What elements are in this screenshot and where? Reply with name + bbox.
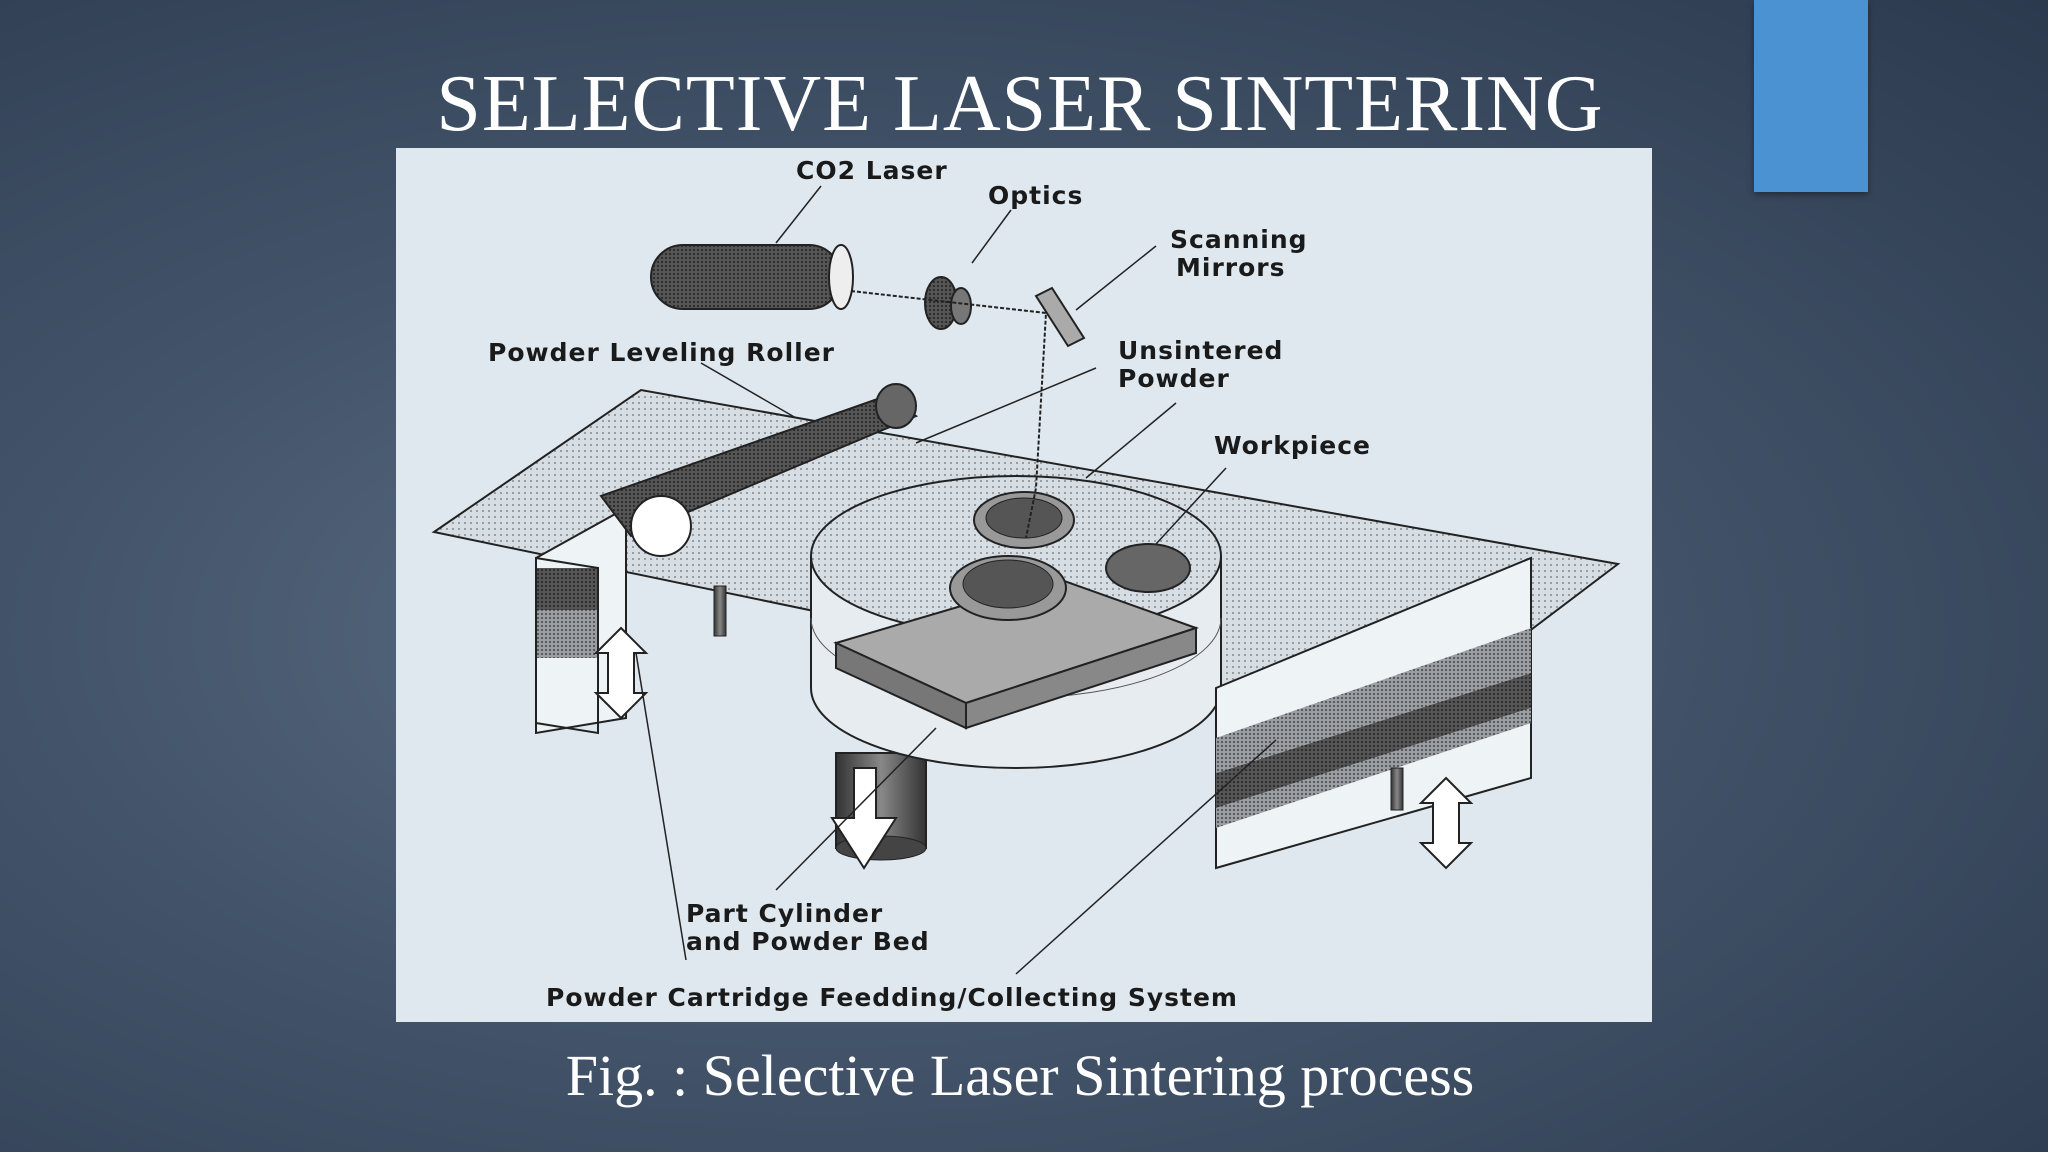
label-unsintered-powder-line1: Unsintered [1118, 336, 1283, 365]
label-scanning-mirrors-line2: Mirrors [1176, 253, 1286, 282]
powder-leveling-roller [599, 383, 919, 557]
label-scanning-mirrors-line1: Scanning [1170, 225, 1308, 254]
sls-diagram: CO2 Laser Optics Scanning Mirrors Powder… [396, 148, 1652, 1022]
optics-lens [924, 276, 972, 330]
laser-beam [850, 290, 1048, 539]
label-unsintered-powder-line2: Powder [1118, 364, 1230, 393]
leader-lines [635, 185, 1277, 975]
slide-title: SELECTIVE LASER SINTERING [436, 60, 1604, 148]
label-part-cylinder-line1: Part Cylinder [686, 899, 883, 928]
label-co2-laser: CO2 Laser [796, 156, 948, 185]
left-feed-box [535, 506, 727, 735]
workpiece [833, 491, 1200, 730]
sls-diagram-drawing: CO2 Laser Optics Scanning Mirrors Powder… [431, 156, 1621, 1012]
co2-laser-tube [650, 244, 854, 310]
label-workpiece: Workpiece [1214, 431, 1371, 460]
accent-bar [1754, 0, 1868, 192]
label-part-cylinder-line2: and Powder Bed [686, 927, 930, 956]
label-optics: Optics [988, 181, 1083, 210]
arrows [593, 626, 1474, 870]
label-powder-leveling-roller: Powder Leveling Roller [488, 338, 835, 367]
label-powder-cartridge: Powder Cartridge Feedding/Collecting Sys… [546, 983, 1238, 1012]
scanning-mirror [1034, 286, 1086, 348]
figure-caption: Fig. : Selective Laser Sintering process [565, 1043, 1475, 1108]
